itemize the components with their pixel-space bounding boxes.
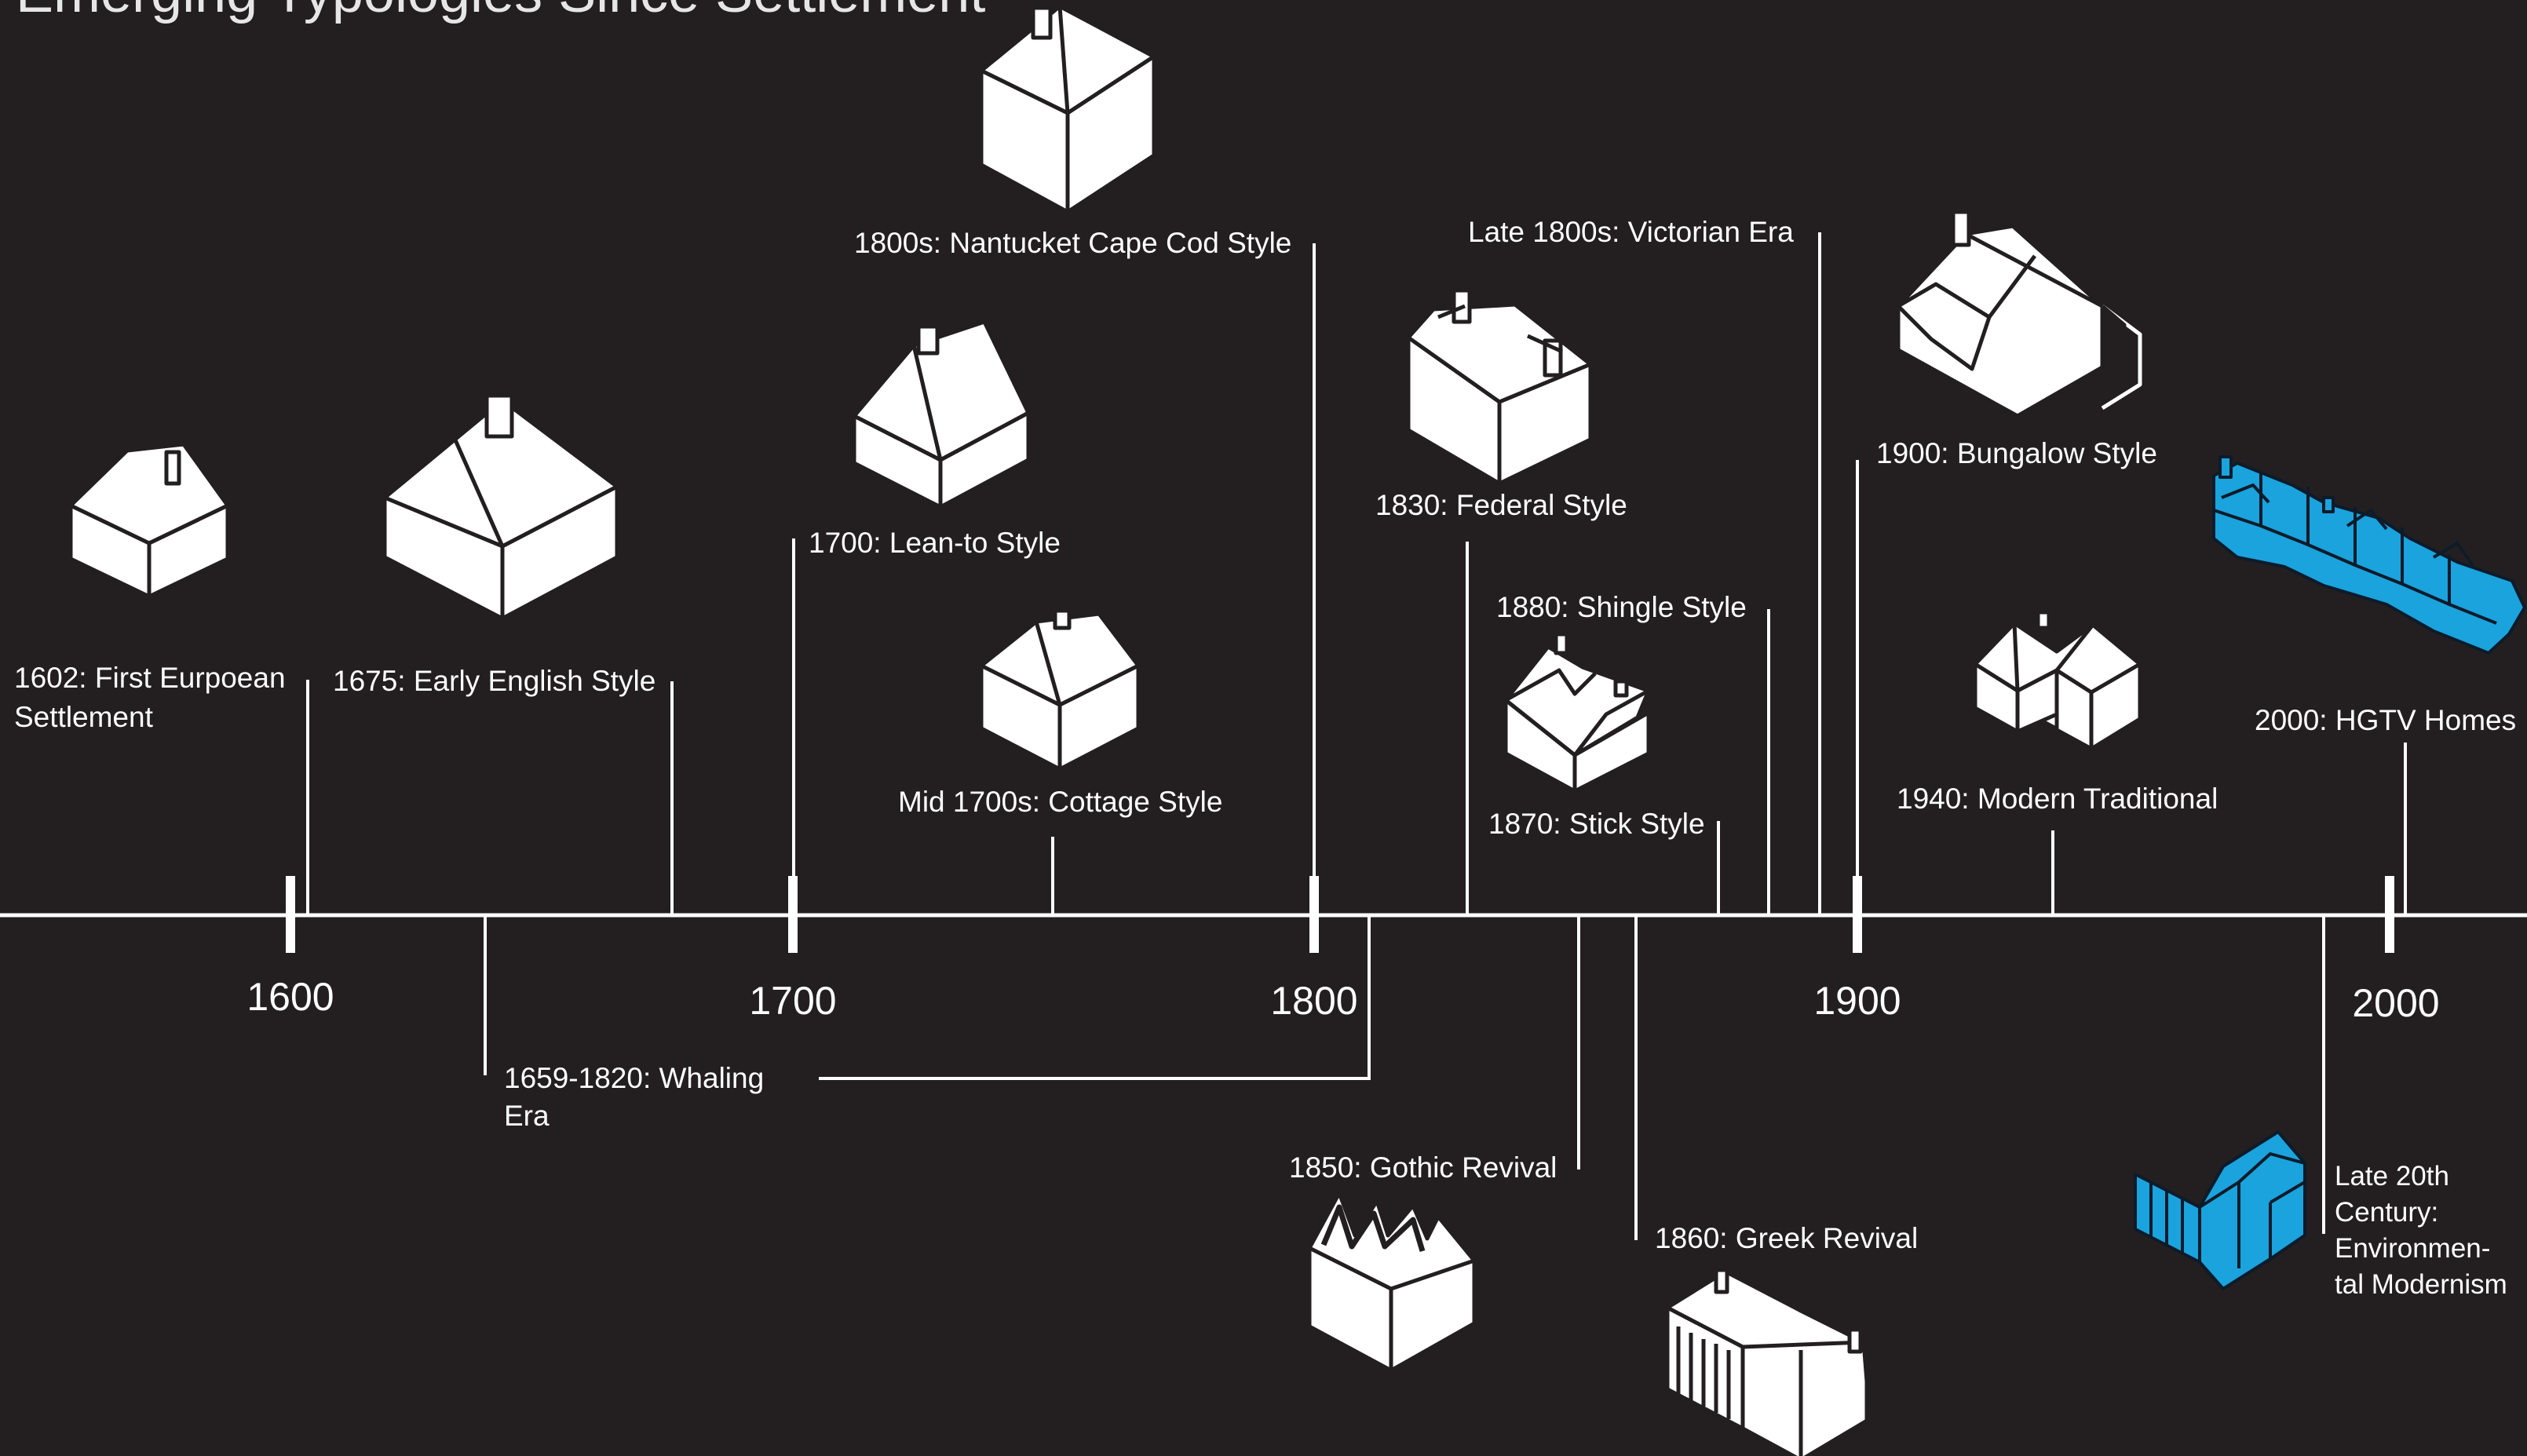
label-victorian: Late 1800s: Victorian Era	[1468, 216, 1794, 248]
label-first-settlement: 1602: First Eurpoean Settlement	[14, 662, 294, 733]
cape-cod-house-icon	[979, 4, 1156, 214]
label-cottage: Mid 1700s: Cottage Style	[898, 786, 1222, 818]
leader-lines	[306, 232, 2407, 1240]
greek-revival-house-icon	[1665, 1268, 1869, 1456]
lean-to-house-icon	[852, 319, 1031, 509]
label-early-english: 1675: Early English Style	[333, 665, 655, 697]
tick-label-1900: 1900	[1813, 979, 1901, 1023]
label-cape-cod: 1800s: Nantucket Cape Cod Style	[854, 227, 1291, 259]
event-labels: 1602: First Eurpoean Settlement 1675: Ea…	[14, 216, 2516, 1300]
house-icons	[68, 4, 2526, 1456]
modern-traditional-house-icon	[1973, 610, 2142, 751]
label-shingle: 1880: Shingle Style	[1496, 591, 1747, 623]
environmental-modernism-house-icon	[2134, 1130, 2306, 1290]
label-bungalow: 1900: Bungalow Style	[1876, 437, 2157, 469]
tick-label-1700: 1700	[749, 979, 836, 1023]
tick-label-1600: 1600	[246, 975, 334, 1019]
label-environmental: Late 20th Century: Environmen- tal Moder…	[2335, 1161, 2507, 1300]
label-hgtv: 2000: HGTV Homes	[2255, 704, 2516, 736]
tick-label-2000: 2000	[2352, 981, 2439, 1025]
bungalow-house-icon	[1896, 210, 2142, 418]
large-gable-house-icon	[382, 393, 619, 621]
hgtv-home-icon	[2212, 455, 2526, 655]
cottage-house-icon	[979, 608, 1141, 772]
tick-label-1800: 1800	[1270, 979, 1357, 1023]
gothic-revival-house-icon	[1307, 1191, 1477, 1373]
label-greek: 1860: Greek Revival	[1655, 1222, 1918, 1254]
label-federal: 1830: Federal Style	[1375, 489, 1627, 521]
axis-tick-labels: 1600 1700 1800 1900 2000	[246, 975, 2439, 1025]
label-modern-traditional: 1940: Modern Traditional	[1897, 783, 2218, 815]
label-gothic: 1850: Gothic Revival	[1289, 1151, 1557, 1184]
label-whaling: 1659-1820: Whaling Era	[504, 1062, 772, 1132]
leader-whaling-bracket	[819, 915, 1371, 1080]
label-stick: 1870: Stick Style	[1488, 808, 1705, 840]
small-gable-house-icon	[68, 442, 230, 599]
federal-house-icon	[1406, 288, 1593, 486]
stick-style-house-icon	[1503, 632, 1651, 794]
diagram-title: Emerging Typologies Since Settlement	[16, 0, 985, 25]
label-lean-to: 1700: Lean-to Style	[809, 527, 1061, 559]
